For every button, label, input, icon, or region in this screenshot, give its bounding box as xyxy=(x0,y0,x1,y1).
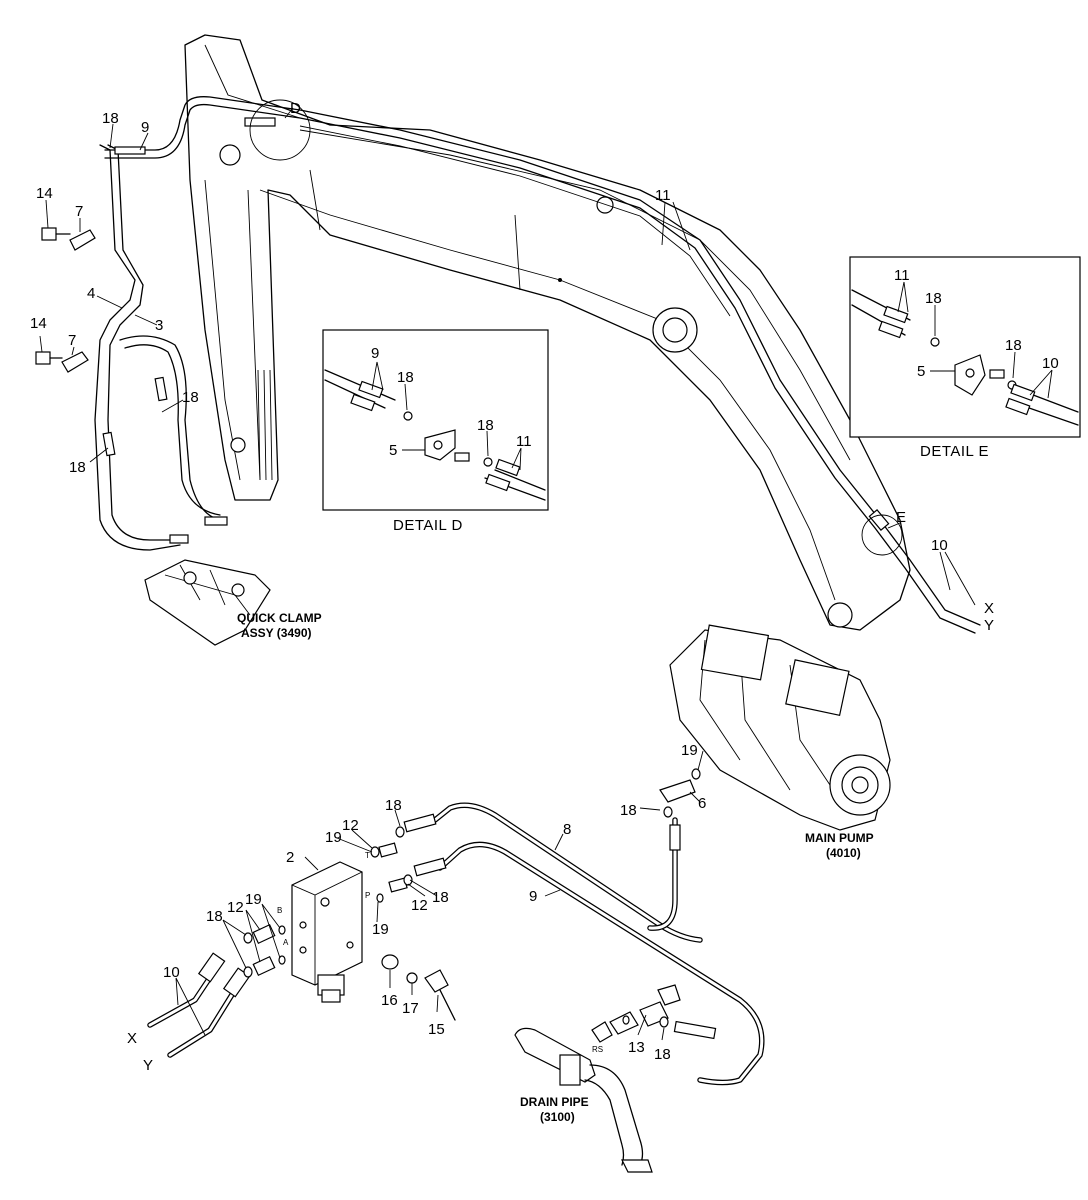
callout-12: 12 xyxy=(227,899,244,916)
callout-18: 18 xyxy=(925,290,942,307)
callout-8: 8 xyxy=(563,821,571,838)
drain-pipe-label-1: DRAIN PIPE xyxy=(520,1095,589,1109)
main-pump-label-1: MAIN PUMP xyxy=(805,831,874,845)
detail-d-letter: D xyxy=(290,100,301,117)
label-x: X xyxy=(984,600,994,617)
callout-7: 7 xyxy=(75,203,83,220)
clamp-upper xyxy=(41,227,96,251)
detail-d-marker xyxy=(249,99,311,161)
callout-9: 9 xyxy=(529,888,537,905)
callout-18: 18 xyxy=(385,797,402,814)
callout-18: 18 xyxy=(620,802,637,819)
callout-7: 7 xyxy=(68,332,76,349)
callout-2: 2 xyxy=(286,849,294,866)
boom xyxy=(184,34,911,631)
quick-clamp-assy xyxy=(144,559,271,646)
callout-14: 14 xyxy=(30,315,47,332)
quick-clamp-label-1: QUICK CLAMP xyxy=(237,611,322,625)
callout-13: 13 xyxy=(628,1039,645,1056)
callout-10: 10 xyxy=(163,964,180,981)
callout-19: 19 xyxy=(681,742,698,759)
callout-6: 6 xyxy=(698,795,706,812)
drain-pipe-label-2: (3100) xyxy=(540,1110,575,1124)
detail-d-caption: DETAIL D xyxy=(393,517,463,534)
main-pump xyxy=(669,624,891,831)
callout-18: 18 xyxy=(102,110,119,127)
callout-18: 18 xyxy=(477,417,494,434)
leader-lines xyxy=(39,107,1053,1041)
drain-pipe xyxy=(514,1021,653,1173)
callout-17: 17 xyxy=(402,1000,419,1017)
callout-5: 5 xyxy=(917,363,925,380)
callout-5: 5 xyxy=(389,442,397,459)
callout-19: 19 xyxy=(325,829,342,846)
callout-19: 19 xyxy=(372,921,389,938)
callout-18: 18 xyxy=(206,908,223,925)
port-p: P xyxy=(365,891,370,900)
callout-10: 10 xyxy=(1042,355,1059,372)
detail-e-marker xyxy=(861,514,903,556)
detail-e-letter: E xyxy=(896,509,906,526)
callout-18: 18 xyxy=(69,459,86,476)
callout-18: 18 xyxy=(397,369,414,386)
port-b: B xyxy=(277,906,282,915)
valve-block xyxy=(291,861,363,1003)
label-y: Y xyxy=(143,1057,153,1074)
callout-11: 11 xyxy=(655,187,671,204)
detail-e-panel xyxy=(849,256,1081,438)
callout-12: 12 xyxy=(411,897,428,914)
callout-19: 19 xyxy=(245,891,262,908)
label-y: Y xyxy=(984,617,994,634)
callout-10: 10 xyxy=(931,537,948,554)
clamp-lower xyxy=(35,351,89,373)
label-x: X xyxy=(127,1030,137,1047)
callout-18: 18 xyxy=(432,889,449,906)
callout-9: 9 xyxy=(141,119,149,136)
callout-12: 12 xyxy=(342,817,359,834)
callout-18: 18 xyxy=(1005,337,1022,354)
quick-clamp-label-2: ASSY (3490) xyxy=(241,626,311,640)
callout-9: 9 xyxy=(371,345,379,362)
callout-labels: 18 9 14 7 4 3 14 7 18 18 D 11 E 10 X Y 9… xyxy=(30,100,1059,1124)
boom-pipes xyxy=(94,96,981,634)
detail-e-caption: DETAIL E xyxy=(920,443,989,460)
port-a: A xyxy=(283,938,289,947)
port-rs: RS xyxy=(592,1045,603,1054)
lower-hoses xyxy=(147,768,765,1086)
callout-18: 18 xyxy=(654,1046,671,1063)
main-pump-label-2: (4010) xyxy=(826,846,861,860)
callout-16: 16 xyxy=(381,992,398,1009)
callout-11: 11 xyxy=(894,267,910,284)
callout-14: 14 xyxy=(36,185,53,202)
callout-15: 15 xyxy=(428,1021,445,1038)
callout-4: 4 xyxy=(87,285,95,302)
port-t: T xyxy=(365,851,370,860)
detail-d-panel xyxy=(322,329,549,511)
callout-3: 3 xyxy=(155,317,163,334)
callout-11: 11 xyxy=(516,433,532,450)
callout-18: 18 xyxy=(182,389,199,406)
